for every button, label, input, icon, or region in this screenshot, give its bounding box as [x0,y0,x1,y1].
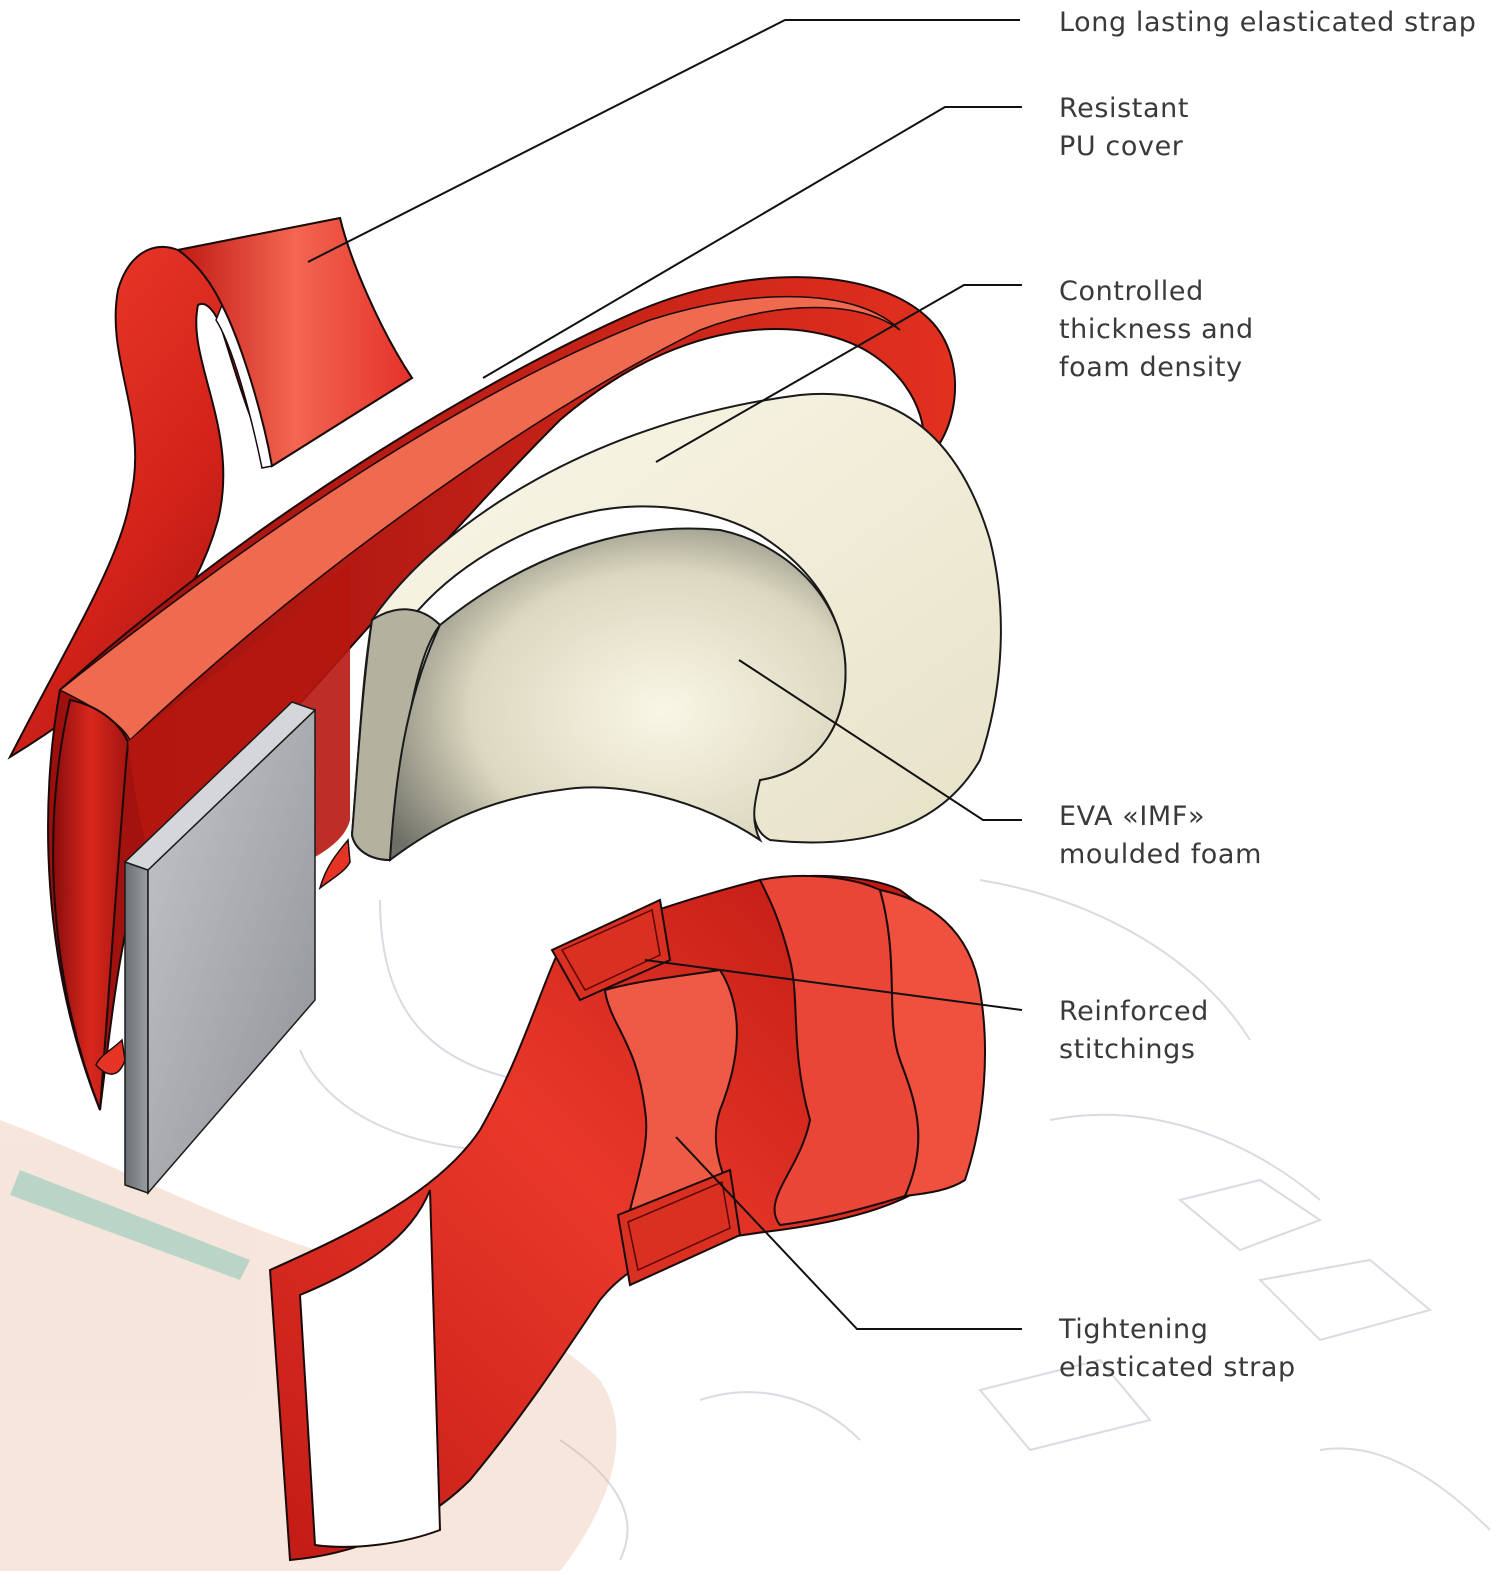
label-stitchings: Reinforced stitchings [1059,993,1209,1069]
label-foam-density: Controlled thickness and foam density [1059,273,1254,387]
lower-shell-part [270,876,985,1560]
label-long-strap: Long lasting elasticated strap [1059,4,1477,42]
label-eva-foam: EVA «IMF» moulded foam [1059,798,1262,874]
leader-strap [308,20,1020,262]
label-pu-cover: Resistant PU cover [1059,90,1189,166]
label-tightening-strap: Tightening elasticated strap [1059,1311,1296,1387]
